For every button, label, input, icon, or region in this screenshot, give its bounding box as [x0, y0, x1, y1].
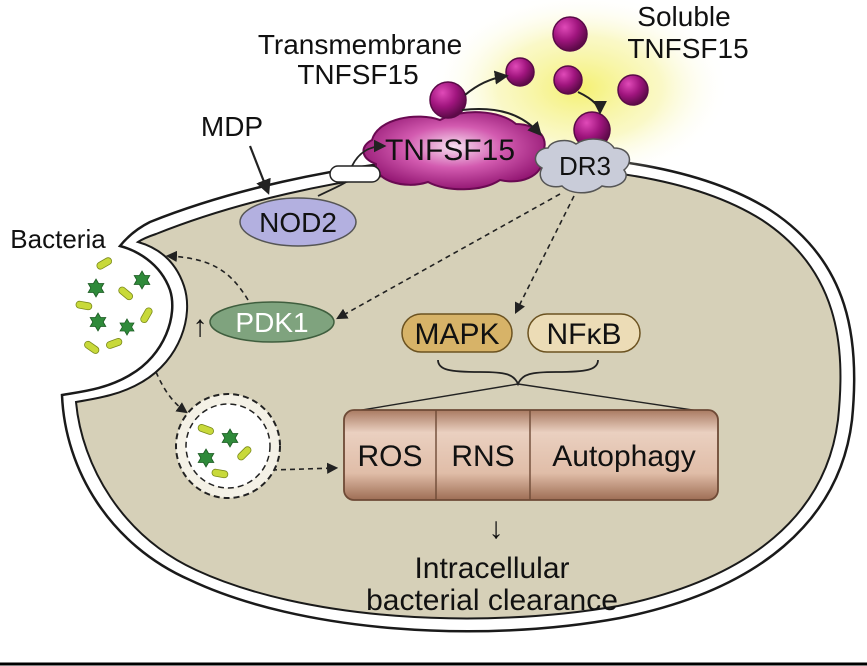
soluble-label-line2: TNFSF15 [627, 33, 748, 64]
membrane-adaptor [329, 165, 381, 183]
transmembrane-label-line2: TNFSF15 [297, 59, 418, 90]
nfkb-protein [527, 313, 641, 353]
soluble-label-line1: Soluble [637, 1, 730, 32]
mdp-label: MDP [201, 111, 263, 142]
nod2-protein [239, 197, 357, 247]
uptake-to-phagosome-arrow [155, 371, 188, 414]
dr3-label: DR3 [559, 151, 611, 181]
phagosome [175, 393, 281, 499]
nod2-to-tnfsf15-arrow [317, 181, 347, 197]
fan-line-right [517, 383, 707, 413]
mdp-to-nod2-arrow [248, 145, 271, 195]
clearance-down-arrow: ↓ [489, 512, 504, 545]
transmembrane-label-line1: Transmembrane [258, 29, 462, 60]
rns-label: RNS [451, 440, 514, 473]
nfkb-label: NFκB [547, 318, 622, 351]
dr3-receptor [534, 138, 631, 194]
tnfsf15-label: TNFSF15 [385, 134, 515, 167]
fan-line-left [349, 383, 519, 413]
binding-arrow [577, 91, 607, 115]
extracellular-bacteria [75, 257, 153, 354]
clearance-label-line1: Intracellular [414, 552, 569, 585]
soluble-ligand-ball [505, 57, 535, 87]
ros-label: ROS [357, 440, 422, 473]
bacteria-label: Bacteria [10, 224, 106, 254]
pdk1-to-uptake-arrow [165, 250, 249, 301]
ligand-ball [429, 81, 467, 119]
nod2-to-tnfsf15-arrow [351, 139, 387, 167]
pdk1-protein [209, 301, 335, 343]
soluble-ligand-ball [553, 65, 583, 95]
pdk1-label: PDK1 [235, 307, 308, 338]
dr3-to-pdk1-arrow [336, 193, 561, 320]
clearance-label-line2: bacterial clearance [366, 584, 618, 617]
nod2-label: NOD2 [259, 207, 337, 238]
cytoplasm [74, 165, 842, 620]
dr3-to-mapk-arrow [514, 195, 575, 315]
binding-arrow [461, 108, 542, 137]
mapk-protein [401, 313, 513, 353]
cleavage-arrow [464, 70, 509, 96]
soluble-ligand-ball [617, 74, 649, 106]
pdk1-up-arrow: ↑ [193, 310, 208, 343]
soluble-ligand-ball [552, 16, 588, 52]
effector-box [343, 409, 719, 501]
autophagy-label: Autophagy [552, 440, 695, 473]
mapk-label: MAPK [414, 318, 499, 351]
phagosome-to-effectors-arrow [271, 462, 339, 474]
